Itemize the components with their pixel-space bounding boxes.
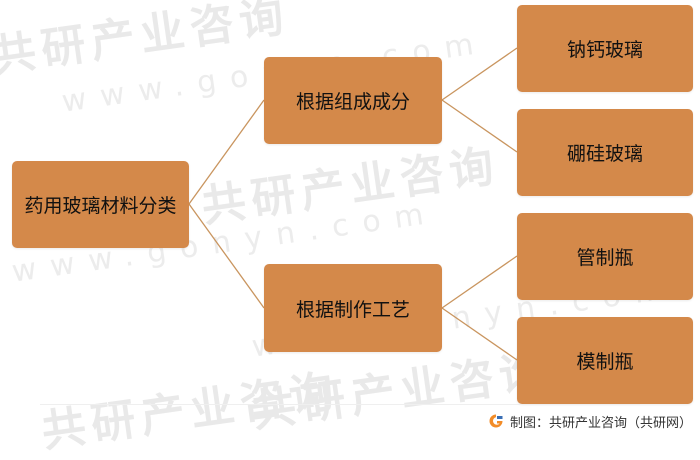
brand-logo-icon	[489, 414, 503, 428]
source-text: 制图：共研产业咨询（共研网）	[509, 415, 692, 431]
connector-process-to-molded	[441, 307, 518, 361]
connector-composition-to-borosilicate	[441, 99, 518, 153]
footer-divider	[40, 404, 640, 405]
leaf-node-tubular-vial: 管制瓶	[517, 213, 693, 300]
connector-process-to-tubular	[441, 255, 518, 309]
connector-root-to-process	[188, 203, 265, 309]
source-credit: 制图：共研产业咨询（共研网）	[488, 410, 692, 432]
root-node: 药用玻璃材料分类	[12, 161, 189, 248]
connector-lines	[188, 47, 518, 361]
leaf-node-molded-vial: 模制瓶	[517, 317, 693, 404]
leaf-node-soda-lime-glass: 钠钙玻璃	[517, 5, 693, 92]
connector-root-to-composition	[188, 99, 265, 205]
branch-node-process: 根据制作工艺	[264, 264, 442, 352]
connector-composition-to-soda-lime	[441, 47, 518, 101]
leaf-node-borosilicate-glass: 硼硅玻璃	[517, 109, 693, 196]
branch-node-composition: 根据组成成分	[264, 57, 442, 144]
